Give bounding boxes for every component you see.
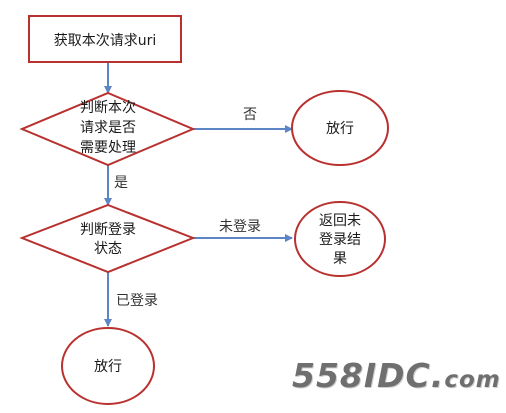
return-node-line-1: 返回未 [319,213,361,229]
start-node-label: 获取本次请求uri [54,33,157,49]
decision-need-handle: 判断本次 请求是否 需要处理 [19,91,196,167]
release-node-1-label: 放行 [326,121,354,137]
decision-login-status: 判断登录 状态 [19,203,196,274]
decision-need-handle-line-1: 判断本次 [80,100,136,116]
edge-label-logged-in: 已登录 [116,293,158,309]
watermark-logo: 558IDC.com [292,356,501,395]
start-node: 获取本次请求uri [28,15,182,63]
decision-need-handle-line-2: 请求是否 [80,120,136,136]
release-node-1: 放行 [291,90,389,166]
return-node-line-2: 登录结 [319,232,361,248]
return-not-logged-in-node: 返回未 登录结 果 [294,201,386,277]
edge-label-not-logged-in: 未登录 [219,219,261,235]
decision-login-status-line-2: 状态 [94,241,122,257]
watermark-main-text: 558IDC. [292,356,445,395]
edge-label-yes: 是 [114,175,128,191]
return-node-line-3: 果 [333,251,347,267]
release-node-2-label: 放行 [94,359,122,375]
decision-login-status-line-1: 判断登录 [80,222,136,238]
decision-need-handle-line-3: 需要处理 [80,140,136,156]
edge-label-no: 否 [243,107,257,123]
release-node-2: 放行 [61,327,155,405]
watermark-sub-text: com [444,367,501,393]
